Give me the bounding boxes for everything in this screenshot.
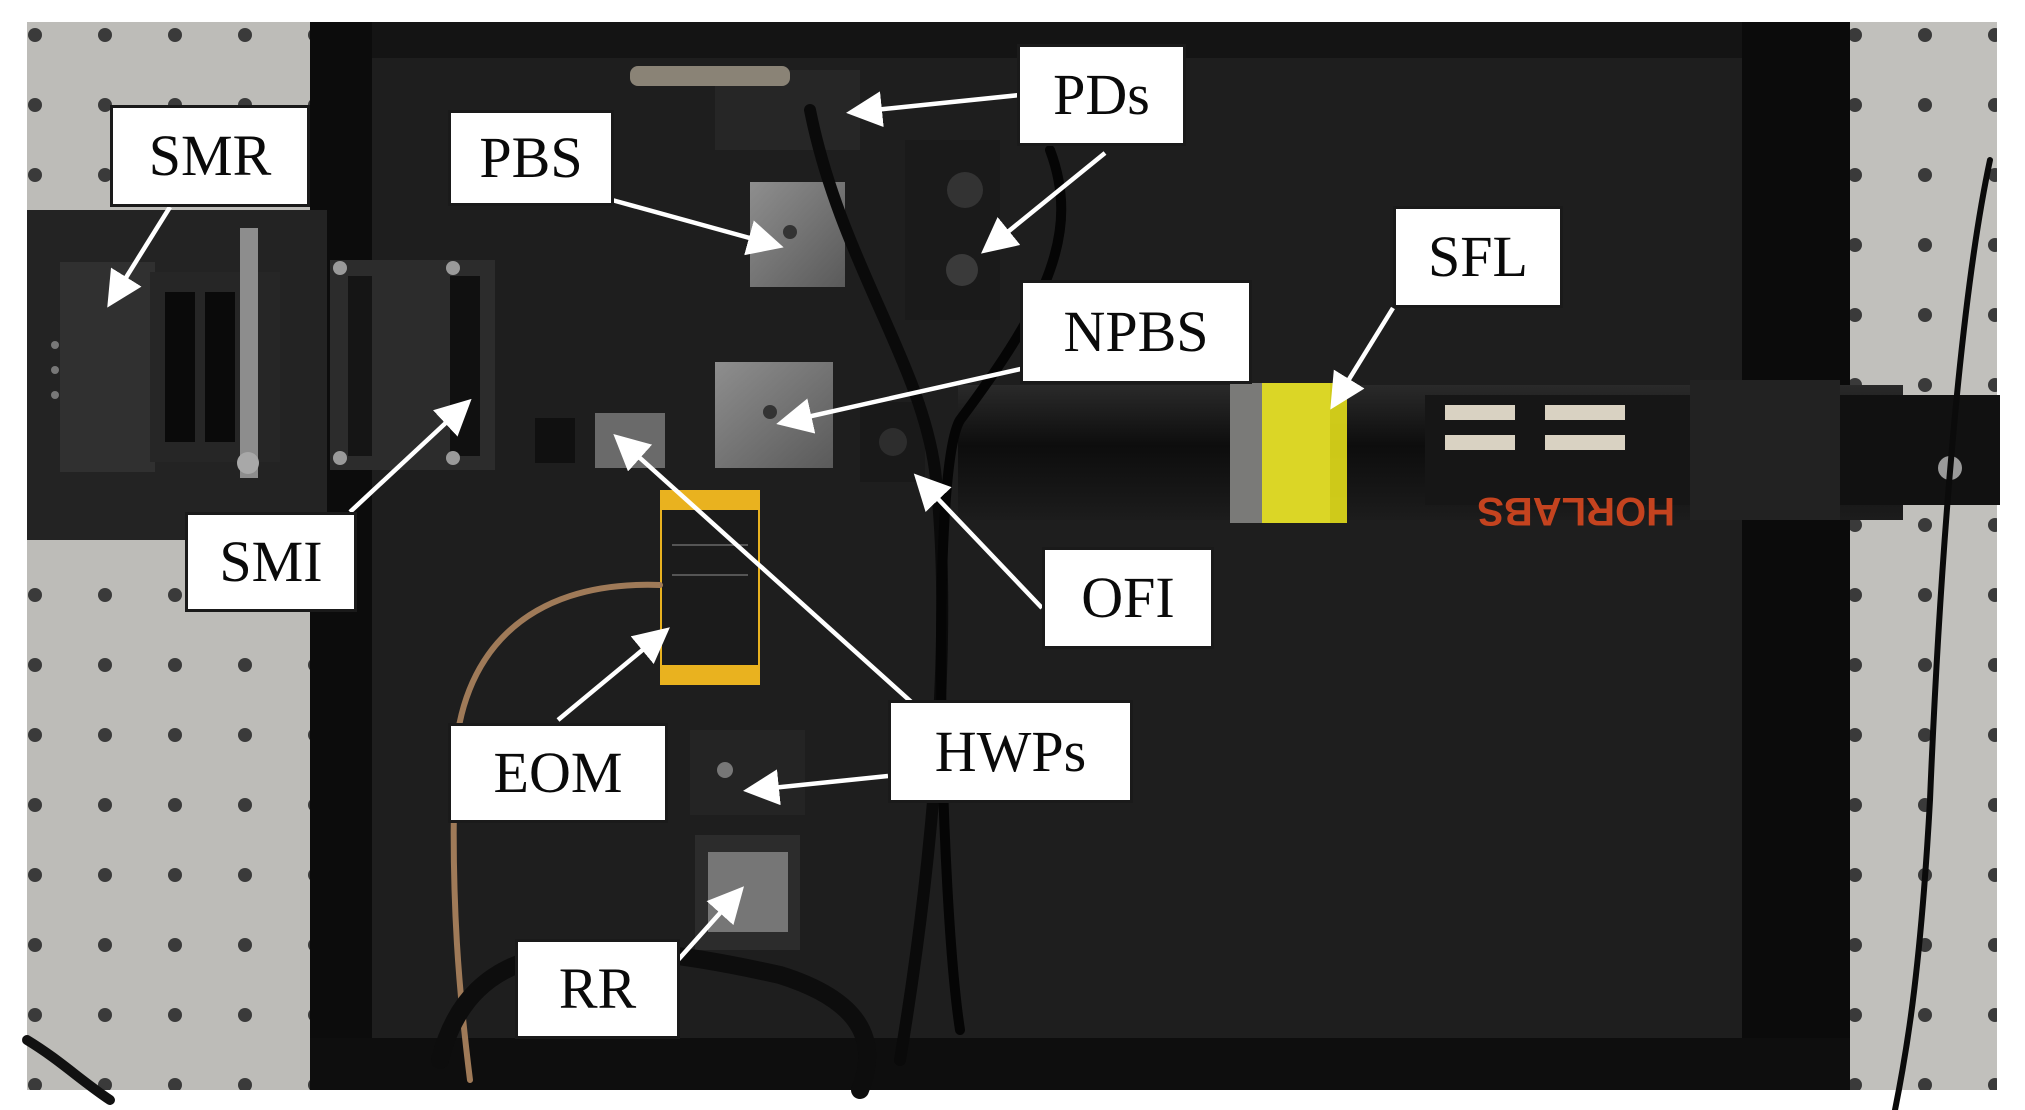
hwp-plate-upper [535, 413, 665, 468]
hwp-plate-lower [690, 730, 805, 815]
laser-tube [958, 380, 2000, 523]
label-smi: SMI [185, 512, 357, 612]
label-eom: EOM [448, 723, 668, 823]
rr-plate [695, 835, 800, 950]
ofi-isolator [860, 402, 925, 482]
smi-mount [330, 260, 495, 470]
label-rr: RR [515, 939, 680, 1039]
label-pbs: PBS [448, 110, 614, 206]
eom-device [660, 490, 760, 685]
label-npbs: NPBS [1020, 280, 1252, 384]
label-smr: SMR [110, 105, 310, 207]
laser-marking: HORLABS [1477, 489, 1675, 533]
npbs-plate [715, 362, 833, 468]
label-sfl: SFL [1393, 206, 1563, 308]
smr-stage [27, 210, 327, 540]
label-ofi: OFI [1042, 547, 1214, 649]
label-pds: PDs [1017, 44, 1186, 146]
label-hwps: HWPs [888, 700, 1133, 803]
